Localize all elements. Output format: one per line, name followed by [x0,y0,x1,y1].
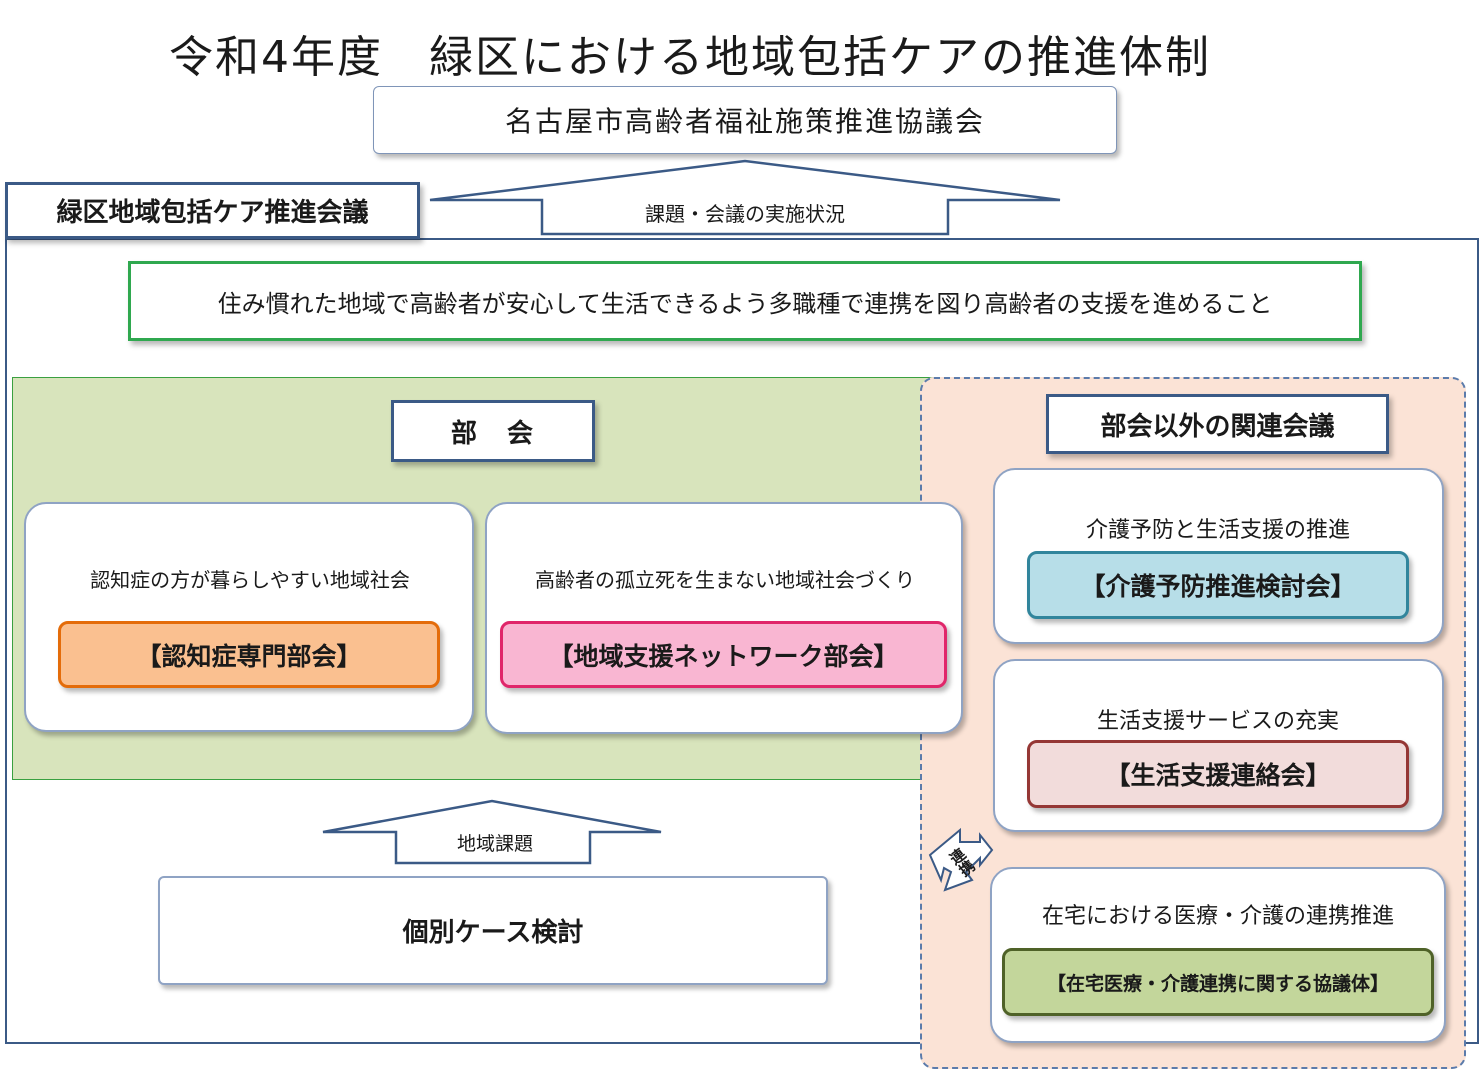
network-committee: 【地域支援ネットワーク部会】 [500,621,947,688]
care-prevention-subtitle: 介護予防と生活支援の推進 [1085,518,1350,543]
care-prevention-meeting: 【介護予防推進検討会】 [1027,551,1409,619]
conference-label: 緑区地域包括ケア推進会議 [5,182,420,239]
home-care-council: 【在宅医療・介護連携に関する協議体】 [1002,948,1434,1016]
life-support-subtitle: 生活支援サービスの充実 [1096,709,1339,734]
regional-issues-label: 地域課題 [456,832,533,855]
home-care-subtitle: 在宅における医療・介護の連携推進 [1041,904,1394,929]
network-card [485,502,963,734]
mission-statement: 住み慣れた地域で高齢者が安心して生活できるよう多職種で連携を図り高齢者の支援を進… [128,261,1362,341]
status-report-label: 課題・会議の実施状況 [645,201,845,226]
dementia-card [24,502,474,732]
case-review-box: 個別ケース検討 [158,876,828,985]
life-support-meeting: 【生活支援連絡会】 [1027,740,1409,808]
page-title: 令和4年度 緑区における地域包括ケアの推進体制 [169,32,1211,83]
city-council-box: 名古屋市高齢者福祉施策推進協議会 [373,86,1117,154]
network-subtitle: 高齢者の孤立死を生まない地域社会づくり [535,567,915,592]
dementia-committee: 【認知症専門部会】 [58,621,440,688]
subcommittee-label: 部 会 [391,400,595,462]
related-meetings-label: 部会以外の関連会議 [1046,394,1389,454]
dementia-subtitle: 認知症の方が暮らしやすい地域社会 [90,567,410,592]
conference-frame [5,238,1479,1044]
